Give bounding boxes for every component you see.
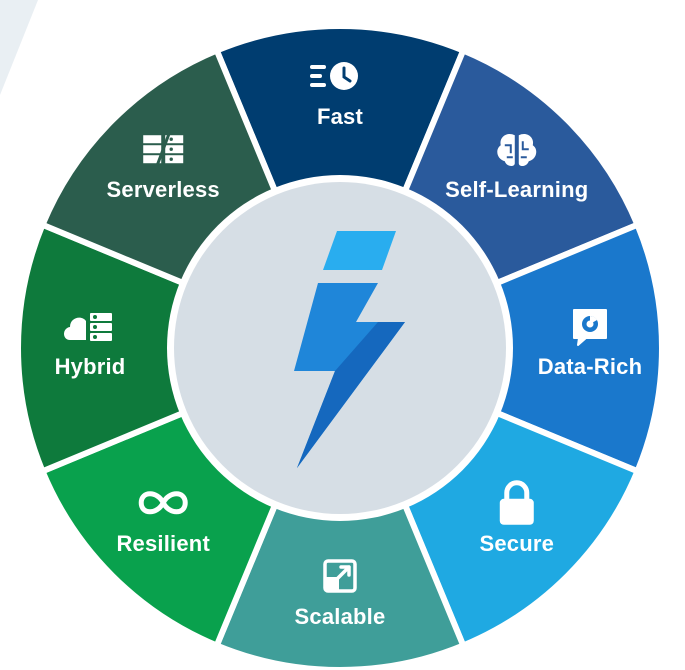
- segment-label: Scalable: [295, 604, 386, 629]
- segment-label: Serverless: [107, 177, 220, 202]
- segment-label: Fast: [317, 104, 364, 129]
- segment-label: Hybrid: [55, 354, 126, 379]
- segment-label: Self-Learning: [445, 177, 588, 202]
- segment-label: Resilient: [116, 531, 210, 556]
- lightning-bolt-logo: [294, 231, 405, 468]
- expand-arrow-icon: [323, 559, 357, 593]
- server-stack-icon: [143, 132, 184, 166]
- lock-icon: [499, 480, 534, 525]
- speed-clock-icon: [310, 62, 358, 90]
- brain-icon: [497, 133, 537, 167]
- chart-bubble-icon: [573, 309, 607, 346]
- segment-label: Data-Rich: [538, 354, 643, 379]
- cloud-server-icon: [64, 313, 112, 341]
- segment-label: Secure: [479, 531, 554, 556]
- infinity-icon: [138, 491, 188, 515]
